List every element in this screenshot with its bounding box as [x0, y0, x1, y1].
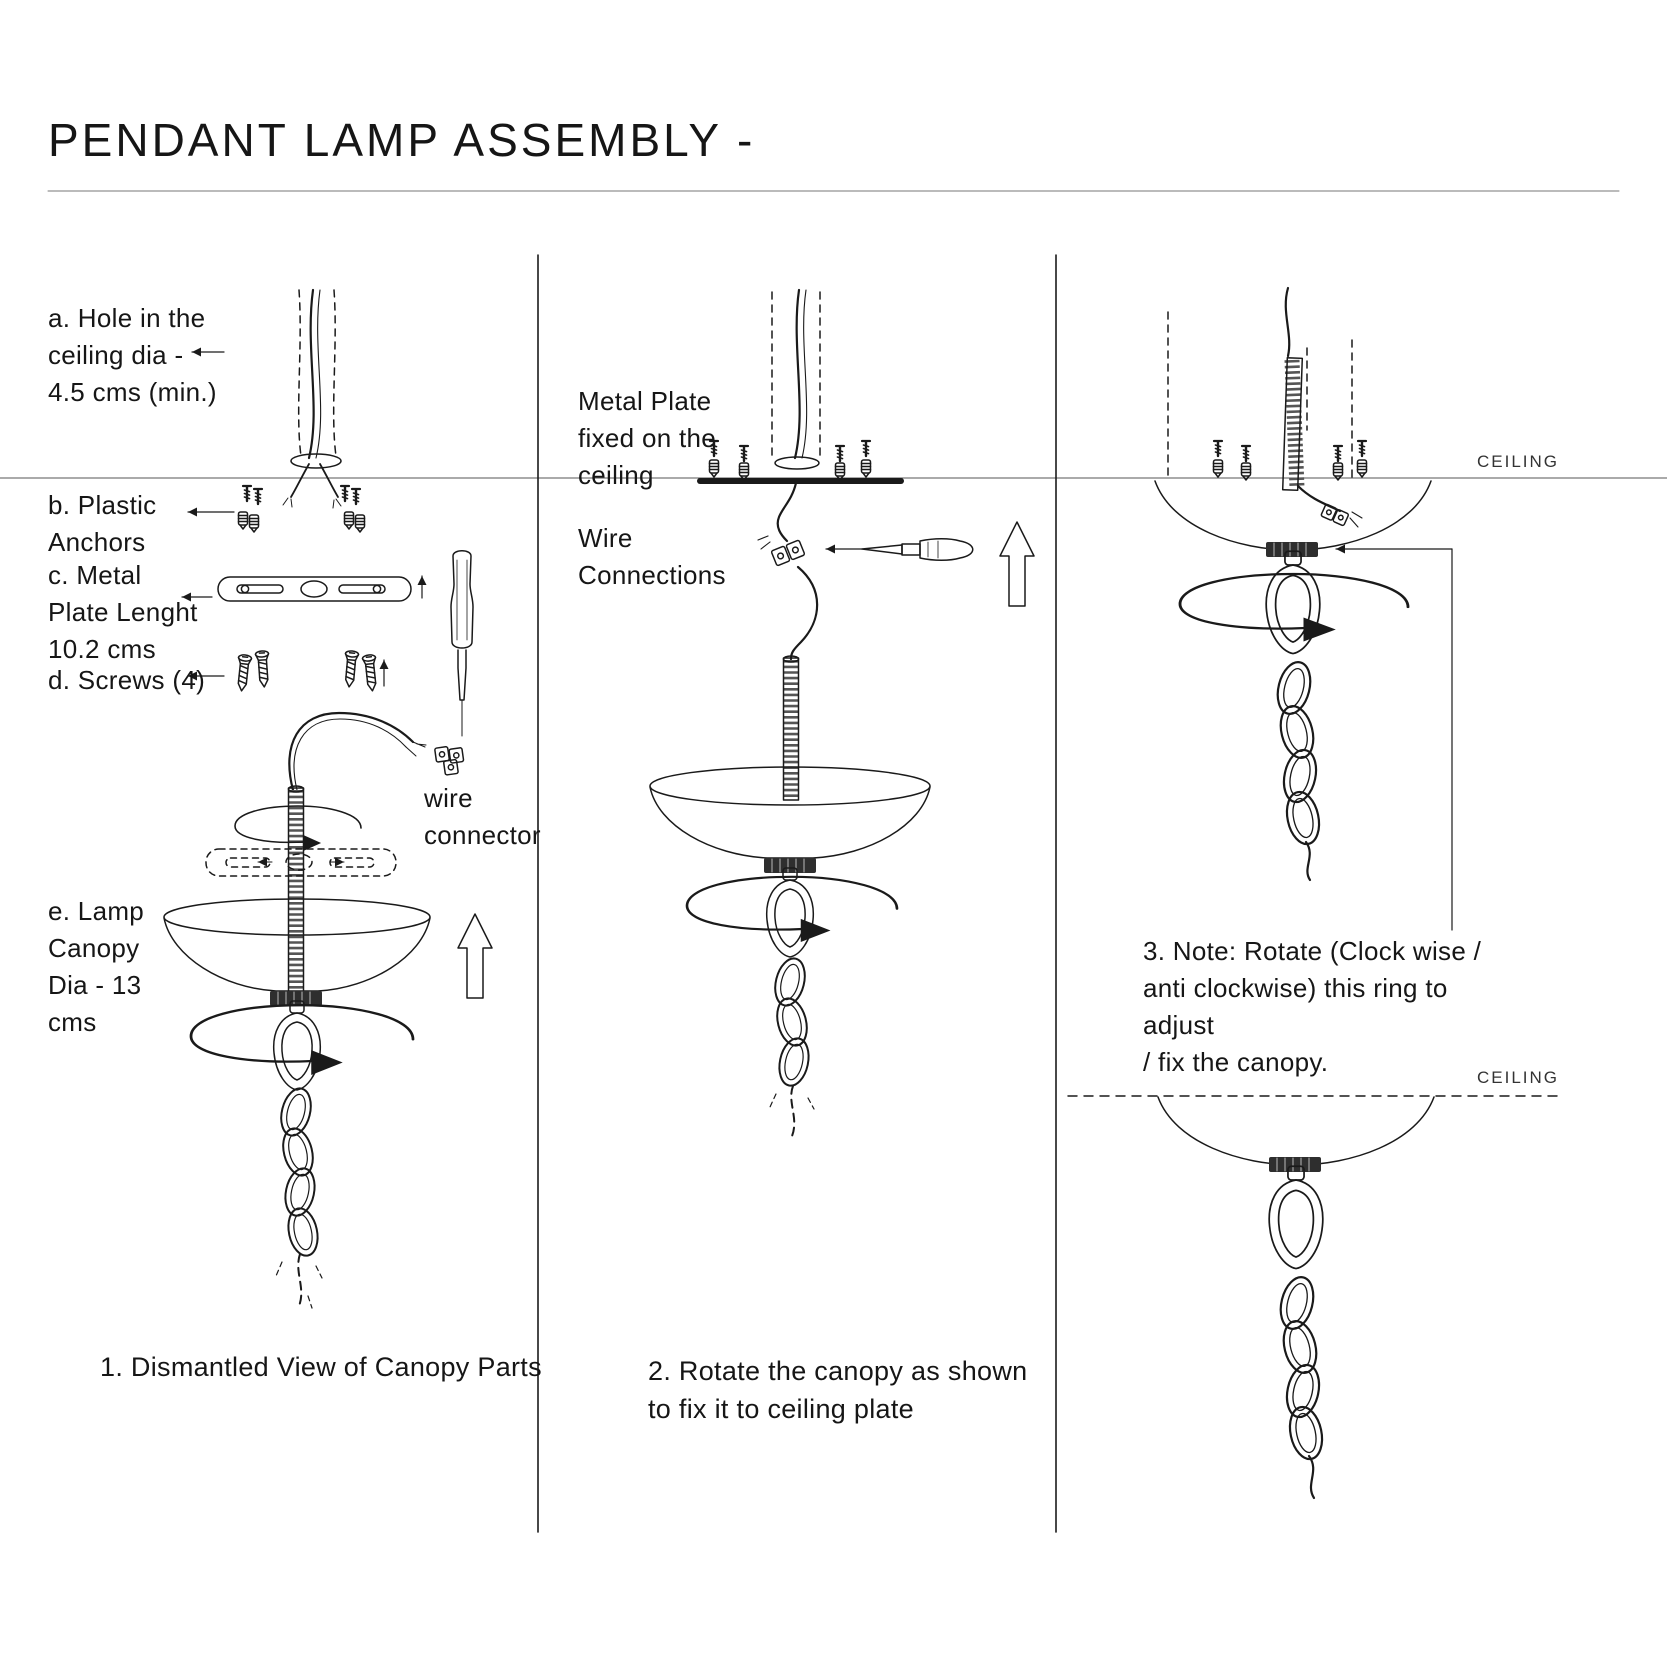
plastic-anchors-drawing — [237, 484, 366, 533]
ceiling-wire-2 — [793, 288, 801, 460]
plate-screws — [708, 439, 872, 481]
knurl-ring — [269, 990, 323, 1007]
caption-step-2: 2. Rotate the canopy as shown to fix it … — [648, 1356, 1028, 1425]
threaded-rod-2 — [782, 655, 800, 801]
up-arrow-icon — [457, 913, 493, 999]
label-hole-dia: a. Hole in the ceiling dia - 4.5 cms (mi… — [48, 303, 217, 407]
layout-lines — [0, 190, 1667, 1533]
adjust-ring — [1265, 541, 1319, 558]
note-step-3: 3. Note: Rotate (Clock wise / anti clock… — [1143, 936, 1482, 1077]
up-arrow-icon-2 — [999, 521, 1035, 607]
screws-drawing — [234, 649, 380, 693]
chain-drawing — [275, 1084, 323, 1309]
wire-connection-icon — [770, 539, 806, 567]
chain-drawing-final — [1274, 1272, 1328, 1500]
panel1-drawing — [163, 288, 493, 1309]
wire-connector3-icon — [1320, 503, 1350, 527]
knurl-ring-2 — [763, 857, 817, 874]
rotate-arrow-ring — [1178, 572, 1410, 643]
panel3-drawing — [1067, 286, 1563, 1500]
ceiling-label-top: CEILING — [1477, 452, 1560, 471]
wire-connector-icon — [434, 746, 465, 776]
swivel-hook-3 — [1265, 550, 1321, 655]
metal-plate-drawing — [217, 576, 412, 602]
mounted-canopy — [1154, 480, 1432, 551]
mounted-canopy-final — [1157, 1096, 1435, 1166]
swivel-hook — [272, 1000, 322, 1091]
panel2-drawing — [649, 288, 1035, 1137]
label-wire-connector: wire connector — [424, 783, 541, 850]
canopy-drawing-2 — [649, 766, 931, 859]
swivel-hook-2 — [765, 867, 815, 958]
caption-step-1: 1. Dismantled View of Canopy Parts — [100, 1352, 542, 1382]
chain-drawing-3 — [1271, 657, 1325, 882]
swivel-hook-final — [1268, 1165, 1324, 1270]
label-metal-plate-length: c. Metal Plate Lenght 10.2 cms — [48, 560, 198, 664]
chain-drawing-2 — [769, 954, 815, 1137]
rotate-arrow-canopy-2 — [685, 875, 899, 944]
threaded-rod-drawing — [287, 785, 305, 999]
label-metal-plate-fixed: Metal Plate fixed on the ceiling — [578, 386, 717, 490]
label-screws: d. Screws (4) — [48, 665, 206, 695]
label-plastic-anchors: b. Plastic Anchors — [48, 490, 157, 557]
rotate-arrow-canopy — [189, 1003, 415, 1077]
ceiling-label-bottom: CEILING — [1477, 1068, 1560, 1087]
adjust-ring-final — [1268, 1156, 1322, 1173]
canopy-wire — [288, 711, 415, 792]
page-title: PENDANT LAMP ASSEMBLY - — [48, 114, 756, 166]
label-wire-connections: Wire Connections — [578, 523, 726, 590]
label-lamp-canopy: e. Lamp Canopy Dia - 13 cms — [48, 896, 145, 1037]
coiled-cord — [1281, 357, 1305, 491]
screwdriver-icon — [450, 550, 474, 737]
ceiling-wire — [307, 288, 315, 460]
screwdriver-horizontal-icon — [861, 538, 974, 561]
ceiling-hole — [290, 453, 342, 469]
